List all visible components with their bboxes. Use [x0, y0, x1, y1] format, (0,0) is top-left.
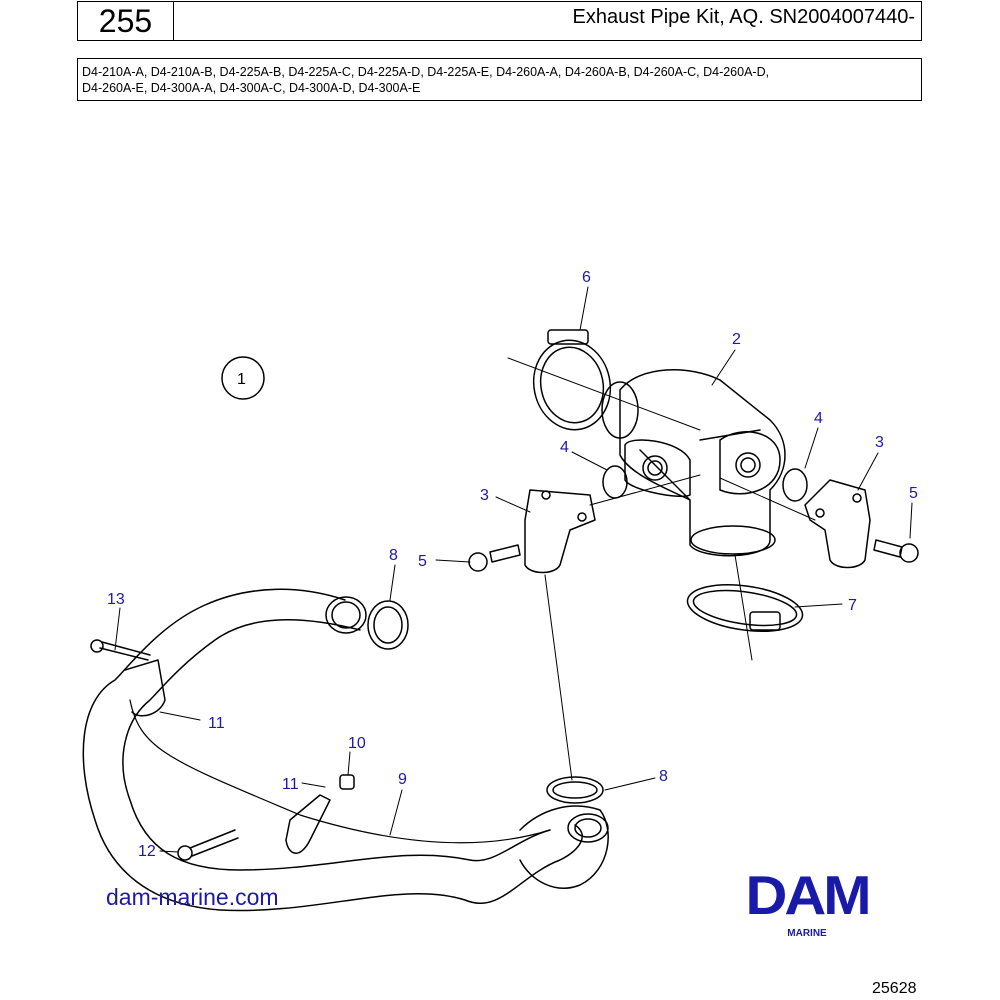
callout-4-left: 4: [560, 439, 569, 456]
bracket-lower-part-11: [285, 794, 331, 854]
logo-subtitle: MARINE: [787, 928, 827, 939]
hose-clamp-lower-part-8: [546, 776, 604, 804]
diagram-reference-number: 25628: [872, 980, 917, 997]
seal-ring-right-part-4: [782, 468, 808, 502]
dam-marine-logo: DAM MARINE: [716, 864, 898, 939]
connection-elbow-left-part-3: [524, 489, 596, 574]
bolt-right-part-5: [873, 539, 919, 563]
spacer-part-10: [339, 774, 355, 790]
callout-5-left: 5: [418, 553, 427, 570]
callout-8-lower: 8: [659, 768, 668, 785]
callout-13: 13: [107, 591, 125, 608]
model-list-line-2: D4-260A-E, D4-300A-A, D4-300A-C, D4-300A…: [82, 81, 421, 95]
website-link[interactable]: dam-marine.com: [106, 884, 279, 910]
exhaust-elbow-part-2: [601, 369, 786, 557]
callout-1: 1: [237, 371, 246, 388]
model-list: D4-210A-A, D4-210A-B, D4-225A-B, D4-225A…: [77, 58, 922, 101]
callout-10: 10: [348, 735, 366, 752]
hose-clamp-part-6: [532, 329, 612, 431]
callout-11-lower: 11: [282, 776, 299, 793]
seal-ring-left-part-4: [602, 465, 628, 499]
callout-8-upper: 8: [389, 547, 398, 564]
screw-part-12: [177, 829, 239, 861]
callout-12: 12: [138, 843, 156, 860]
callout-11-upper: 11: [208, 715, 225, 732]
assembly-guide-lines: [507, 357, 816, 781]
page-title: Exhaust Pipe Kit, AQ. SN2004007440-: [572, 6, 915, 28]
assembly-circle-1: [221, 356, 265, 400]
callout-4-right: 4: [814, 410, 823, 427]
page-number: 255: [78, 2, 174, 40]
callout-5-right: 5: [909, 485, 918, 502]
logo-word: DAM: [745, 864, 871, 927]
hose-clamp-upper-part-8: [367, 600, 409, 650]
callout-3-right: 3: [875, 434, 884, 451]
exhaust-hose-part-9: [82, 588, 609, 912]
bracket-upper-part-11: [124, 659, 166, 717]
model-list-line-1: D4-210A-A, D4-210A-B, D4-225A-B, D4-225A…: [82, 65, 770, 79]
page-header: 255 Exhaust Pipe Kit, AQ. SN2004007440-: [77, 1, 922, 41]
callout-2: 2: [732, 331, 741, 348]
screw-part-13: [90, 639, 151, 661]
callout-6: 6: [582, 269, 591, 286]
leader-lines: [114, 286, 913, 853]
callout-7: 7: [848, 597, 857, 614]
bolt-left-part-5: [468, 544, 521, 572]
callout-9: 9: [398, 771, 407, 788]
connection-elbow-right-part-3: [804, 479, 871, 569]
hose-clamp-part-7: [686, 584, 804, 632]
callout-3-left: 3: [480, 487, 489, 504]
